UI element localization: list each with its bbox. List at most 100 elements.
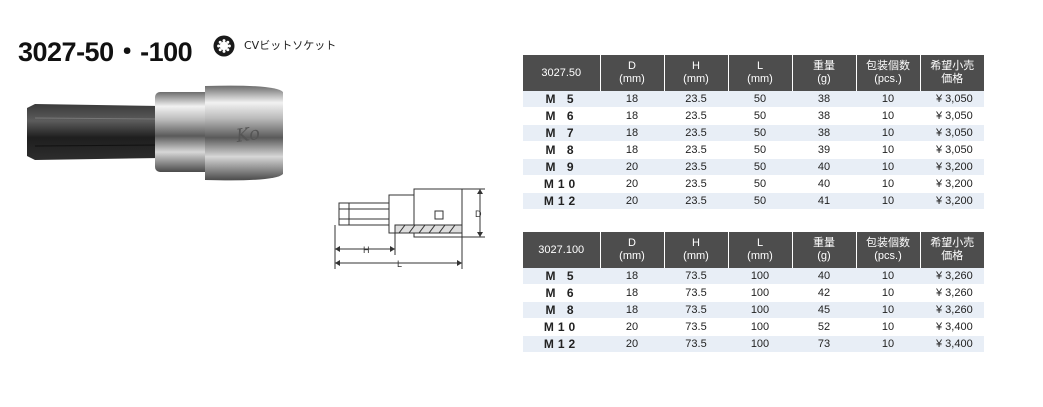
pcs-cell: 10 xyxy=(856,124,920,142)
l-cell: 100 xyxy=(728,284,792,302)
table-row: M10 20 73.5 100 52 10 ¥ 3,400 xyxy=(523,318,984,336)
table-row: M 5 18 73.5 100 40 10 ¥ 3,260 xyxy=(523,268,984,285)
size-cell: M 8 xyxy=(523,301,600,319)
h-cell: 23.5 xyxy=(664,158,728,176)
l-cell: 50 xyxy=(728,192,792,210)
l-cell: 100 xyxy=(728,268,792,285)
weight-cell: 45 xyxy=(792,301,856,319)
d-cell: 20 xyxy=(600,192,664,210)
pcs-cell: 10 xyxy=(856,175,920,193)
spec-table-3027-100: 3027.100 D(mm) H(mm) L(mm) 重量(g) 包装個数(pc… xyxy=(523,232,984,353)
h-cell: 23.5 xyxy=(664,192,728,210)
col-header-h: H(mm) xyxy=(664,232,729,268)
table-row: M 5 18 23.5 50 38 10 ¥ 3,050 xyxy=(523,91,984,108)
svg-text:Ko: Ko xyxy=(234,123,262,147)
product-type-label: CVビットソケット xyxy=(244,39,337,52)
col-header-pcs: 包装個数(pcs.) xyxy=(856,55,921,91)
price-cell: ¥ 3,400 xyxy=(920,318,984,336)
d-cell: 20 xyxy=(600,158,664,176)
d-cell: 18 xyxy=(600,91,664,108)
dimension-label-d: D xyxy=(475,209,482,219)
h-cell: 23.5 xyxy=(664,91,728,108)
dimension-label-l: L xyxy=(397,259,402,269)
weight-cell: 42 xyxy=(792,284,856,302)
table-row: M 9 20 23.5 50 40 10 ¥ 3,200 xyxy=(523,158,984,176)
d-cell: 18 xyxy=(600,284,664,302)
pcs-cell: 10 xyxy=(856,158,920,176)
h-cell: 23.5 xyxy=(664,141,728,159)
table-row: M 6 18 23.5 50 38 10 ¥ 3,050 xyxy=(523,107,984,125)
h-cell: 23.5 xyxy=(664,107,728,125)
l-cell: 50 xyxy=(728,158,792,176)
price-cell: ¥ 3,200 xyxy=(920,175,984,193)
col-header-h: H(mm) xyxy=(664,55,729,91)
h-cell: 23.5 xyxy=(664,175,728,193)
col-header-l: L(mm) xyxy=(728,55,793,91)
d-cell: 18 xyxy=(600,301,664,319)
h-cell: 23.5 xyxy=(664,124,728,142)
price-cell: ¥ 3,050 xyxy=(920,91,984,108)
cv-spline-icon xyxy=(213,35,235,57)
table-row: M 8 18 73.5 100 45 10 ¥ 3,260 xyxy=(523,301,984,319)
col-header-price: 希望小売価格 xyxy=(920,55,984,91)
size-cell: M 6 xyxy=(523,284,600,302)
price-cell: ¥ 3,260 xyxy=(920,268,984,285)
size-cell: M 8 xyxy=(523,141,600,159)
table-header-row: 3027.50 D(mm) H(mm) L(mm) 重量(g) 包装個数(pcs… xyxy=(523,55,984,91)
table-header-row: 3027.100 D(mm) H(mm) L(mm) 重量(g) 包装個数(pc… xyxy=(523,232,984,268)
d-cell: 20 xyxy=(600,318,664,336)
l-cell: 100 xyxy=(728,335,792,353)
product-photo: Ko xyxy=(27,85,283,181)
table-row: M12 20 73.5 100 73 10 ¥ 3,400 xyxy=(523,335,984,353)
l-cell: 100 xyxy=(728,318,792,336)
weight-cell: 52 xyxy=(792,318,856,336)
weight-cell: 41 xyxy=(792,192,856,210)
pcs-cell: 10 xyxy=(856,107,920,125)
d-cell: 18 xyxy=(600,268,664,285)
weight-cell: 38 xyxy=(792,91,856,108)
col-header-l: L(mm) xyxy=(728,232,793,268)
l-cell: 50 xyxy=(728,107,792,125)
price-cell: ¥ 3,050 xyxy=(920,124,984,142)
dimension-label-h: H xyxy=(363,245,370,255)
weight-cell: 38 xyxy=(792,124,856,142)
l-cell: 50 xyxy=(728,124,792,142)
l-cell: 50 xyxy=(728,141,792,159)
model-header: 3027.100 xyxy=(523,232,601,268)
l-cell: 100 xyxy=(728,301,792,319)
h-cell: 73.5 xyxy=(664,318,728,336)
spec-table-3027-50: 3027.50 D(mm) H(mm) L(mm) 重量(g) 包装個数(pcs… xyxy=(523,55,984,210)
h-cell: 73.5 xyxy=(664,301,728,319)
price-cell: ¥ 3,260 xyxy=(920,284,984,302)
weight-cell: 38 xyxy=(792,107,856,125)
weight-cell: 39 xyxy=(792,141,856,159)
pcs-cell: 10 xyxy=(856,192,920,210)
size-cell: M12 xyxy=(523,192,600,210)
price-cell: ¥ 3,400 xyxy=(920,335,984,353)
col-header-price: 希望小売価格 xyxy=(920,232,984,268)
h-cell: 73.5 xyxy=(664,284,728,302)
size-cell: M 5 xyxy=(523,91,600,108)
weight-cell: 40 xyxy=(792,268,856,285)
table-row: M 7 18 23.5 50 38 10 ¥ 3,050 xyxy=(523,124,984,142)
pcs-cell: 10 xyxy=(856,318,920,336)
col-header-d: D(mm) xyxy=(600,232,665,268)
table-row: M 6 18 73.5 100 42 10 ¥ 3,260 xyxy=(523,284,984,302)
price-cell: ¥ 3,200 xyxy=(920,192,984,210)
l-cell: 50 xyxy=(728,91,792,108)
l-cell: 50 xyxy=(728,175,792,193)
size-cell: M12 xyxy=(523,335,600,353)
pcs-cell: 10 xyxy=(856,335,920,353)
weight-cell: 40 xyxy=(792,175,856,193)
size-cell: M 6 xyxy=(523,107,600,125)
pcs-cell: 10 xyxy=(856,301,920,319)
d-cell: 20 xyxy=(600,335,664,353)
col-header-d: D(mm) xyxy=(600,55,665,91)
price-cell: ¥ 3,050 xyxy=(920,141,984,159)
pcs-cell: 10 xyxy=(856,268,920,285)
size-cell: M 9 xyxy=(523,158,600,176)
price-cell: ¥ 3,050 xyxy=(920,107,984,125)
col-header-pcs: 包装個数(pcs.) xyxy=(856,232,921,268)
h-cell: 73.5 xyxy=(664,268,728,285)
col-header-weight: 重量(g) xyxy=(792,232,857,268)
